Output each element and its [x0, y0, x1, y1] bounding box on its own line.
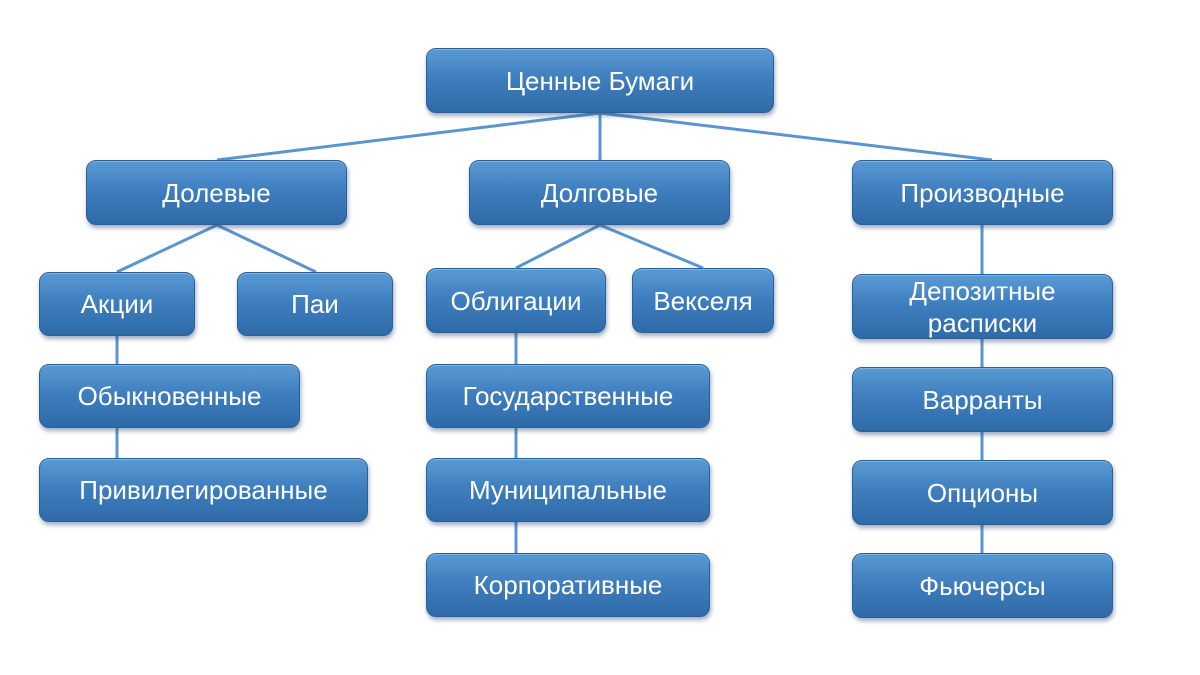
connector-root-equity — [216, 111, 601, 162]
node-debt-label: Долговые — [540, 177, 659, 208]
node-futures: Фьючерсы — [852, 553, 1113, 618]
node-units: Паи — [237, 272, 393, 336]
node-bonds: Облигации — [426, 268, 606, 333]
node-depositary-receipts-label: Депозитные расписки — [909, 275, 1056, 338]
node-common-stock: Обыкновенные — [39, 364, 300, 428]
node-preferred-stock: Привилегированные — [39, 458, 368, 522]
node-units-label: Паи — [291, 289, 339, 319]
node-government-bonds: Государственные — [426, 364, 710, 428]
connector-debt-bonds — [515, 223, 601, 270]
node-securities: Ценные Бумаги — [426, 48, 774, 113]
node-warrants-label: Варранты — [922, 384, 1043, 415]
node-corporate-bonds: Корпоративные — [426, 553, 710, 617]
node-municipal-bonds-label: Муниципальные — [468, 475, 667, 505]
node-bills: Векселя — [632, 268, 774, 333]
node-preferred-stock-label: Привилегированные — [79, 475, 328, 505]
node-equity: Долевые — [86, 160, 347, 225]
connector-debt-bills — [599, 223, 704, 270]
node-stocks-label: Акции — [80, 289, 154, 319]
node-warrants: Варранты — [852, 367, 1113, 432]
node-futures-label: Фьючерсы — [919, 570, 1046, 601]
node-securities-label: Ценные Бумаги — [505, 65, 695, 96]
connector-root-derivatives — [599, 111, 993, 162]
node-derivatives-label: Производные — [900, 177, 1065, 208]
node-depositary-receipts: Депозитные расписки — [852, 274, 1113, 339]
connector-equity-stocks — [116, 223, 218, 274]
node-options: Опционы — [852, 460, 1113, 525]
node-derivatives: Производные — [852, 160, 1113, 225]
node-options-label: Опционы — [926, 477, 1039, 508]
node-bills-label: Векселя — [653, 285, 753, 316]
node-municipal-bonds: Муниципальные — [426, 458, 710, 522]
node-common-stock-label: Обыкновенные — [77, 381, 262, 411]
node-debt: Долговые — [469, 160, 730, 225]
node-bonds-label: Облигации — [450, 285, 582, 316]
node-government-bonds-label: Государственные — [462, 381, 674, 411]
node-stocks: Акции — [39, 272, 195, 336]
connector-equity-units — [216, 223, 317, 274]
node-equity-label: Долевые — [162, 177, 271, 208]
node-corporate-bonds-label: Корпоративные — [473, 570, 663, 600]
